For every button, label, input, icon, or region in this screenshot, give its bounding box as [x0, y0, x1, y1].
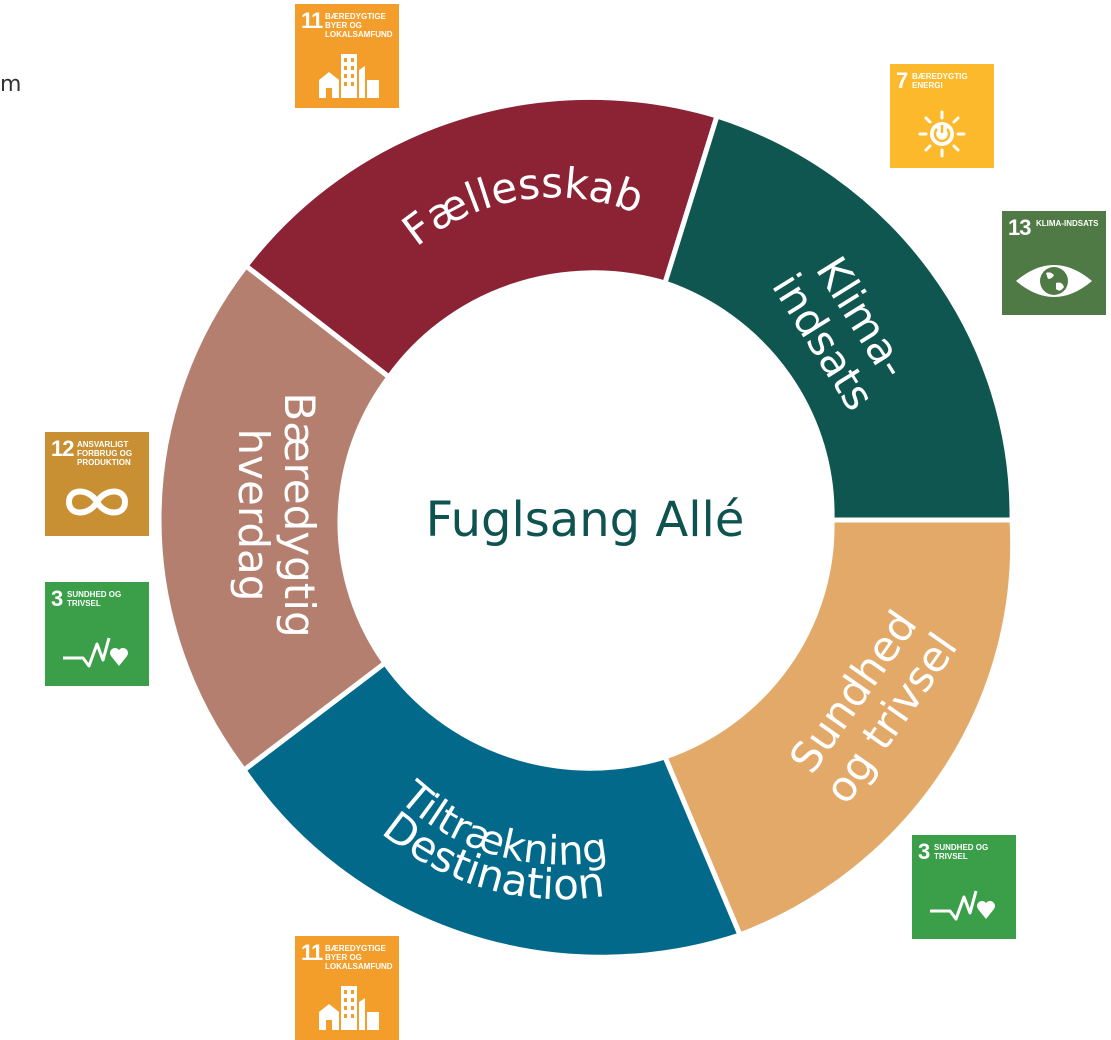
- sdg-7-tile[interactable]: 7 BÆREDYGTIG ENERGI: [890, 64, 994, 168]
- sun-power-icon: [890, 106, 994, 162]
- sdg-number: 3: [51, 586, 63, 611]
- ring-segments: [156, 94, 1016, 960]
- sdg-label: SUNDHED OG TRIVSEL: [934, 843, 989, 861]
- sdg-3-tile-left[interactable]: 3 SUNDHED OG TRIVSEL: [45, 582, 149, 686]
- segment-faellesskab[interactable]: [242, 94, 721, 381]
- sdg-12-tile[interactable]: 12 ANSVARLIGT FORBRUG OG PRODUKTION: [45, 432, 149, 536]
- sdg-label: ANSVARLIGT FORBRUG OG PRODUKTION: [77, 440, 133, 467]
- segment-baeredygtig[interactable]: [156, 262, 393, 774]
- segment-klima[interactable]: [661, 112, 1015, 523]
- sdg-label: BÆREDYGTIGE BYER OG LOKALSAMFUND: [325, 12, 393, 39]
- earth-eye-icon: [1002, 253, 1106, 309]
- city-icon: [295, 46, 399, 102]
- segment-sundhed[interactable]: [661, 517, 1016, 939]
- svg-text:Bæredygtig: Bæredygtig: [275, 392, 324, 637]
- segment-label-baeredygtig: Bæredygtig hverdag: [229, 392, 324, 637]
- segment-tiltraekning[interactable]: [240, 659, 744, 960]
- sdg-number: 7: [896, 68, 908, 93]
- sdg-number: 11: [301, 940, 323, 965]
- heartbeat-icon: [45, 624, 149, 680]
- city-icon: [295, 978, 399, 1034]
- sdg-label: BÆREDYGTIGE BYER OG LOKALSAMFUND: [325, 944, 393, 971]
- infinity-icon: [45, 474, 149, 530]
- svg-text:hverdag: hverdag: [229, 429, 278, 602]
- sdg-13-tile[interactable]: 13 KLIMA-INDSATS: [1002, 211, 1106, 315]
- heartbeat-icon: [912, 877, 1016, 933]
- sdg-11-tile-bottom[interactable]: 11 BÆREDYGTIGE BYER OG LOKALSAMFUND: [295, 936, 399, 1040]
- sdg-3-tile-right[interactable]: 3 SUNDHED OG TRIVSEL: [912, 835, 1016, 939]
- sdg-label: BÆREDYGTIG ENERGI: [912, 72, 968, 90]
- sdg-number: 12: [51, 436, 75, 461]
- center-circle: [343, 278, 827, 762]
- sdg-11-tile-top[interactable]: 11 BÆREDYGTIGE BYER OG LOKALSAMFUND: [295, 4, 399, 108]
- center-title: Fuglsang Allé: [426, 492, 745, 548]
- sdg-number: 3: [918, 839, 930, 864]
- sdg-label: KLIMA-INDSATS: [1036, 219, 1099, 228]
- sdg-label: SUNDHED OG TRIVSEL: [67, 590, 122, 608]
- cropped-text: m: [0, 72, 22, 97]
- sdg-number: 11: [301, 8, 323, 33]
- sdg-number: 13: [1008, 215, 1032, 240]
